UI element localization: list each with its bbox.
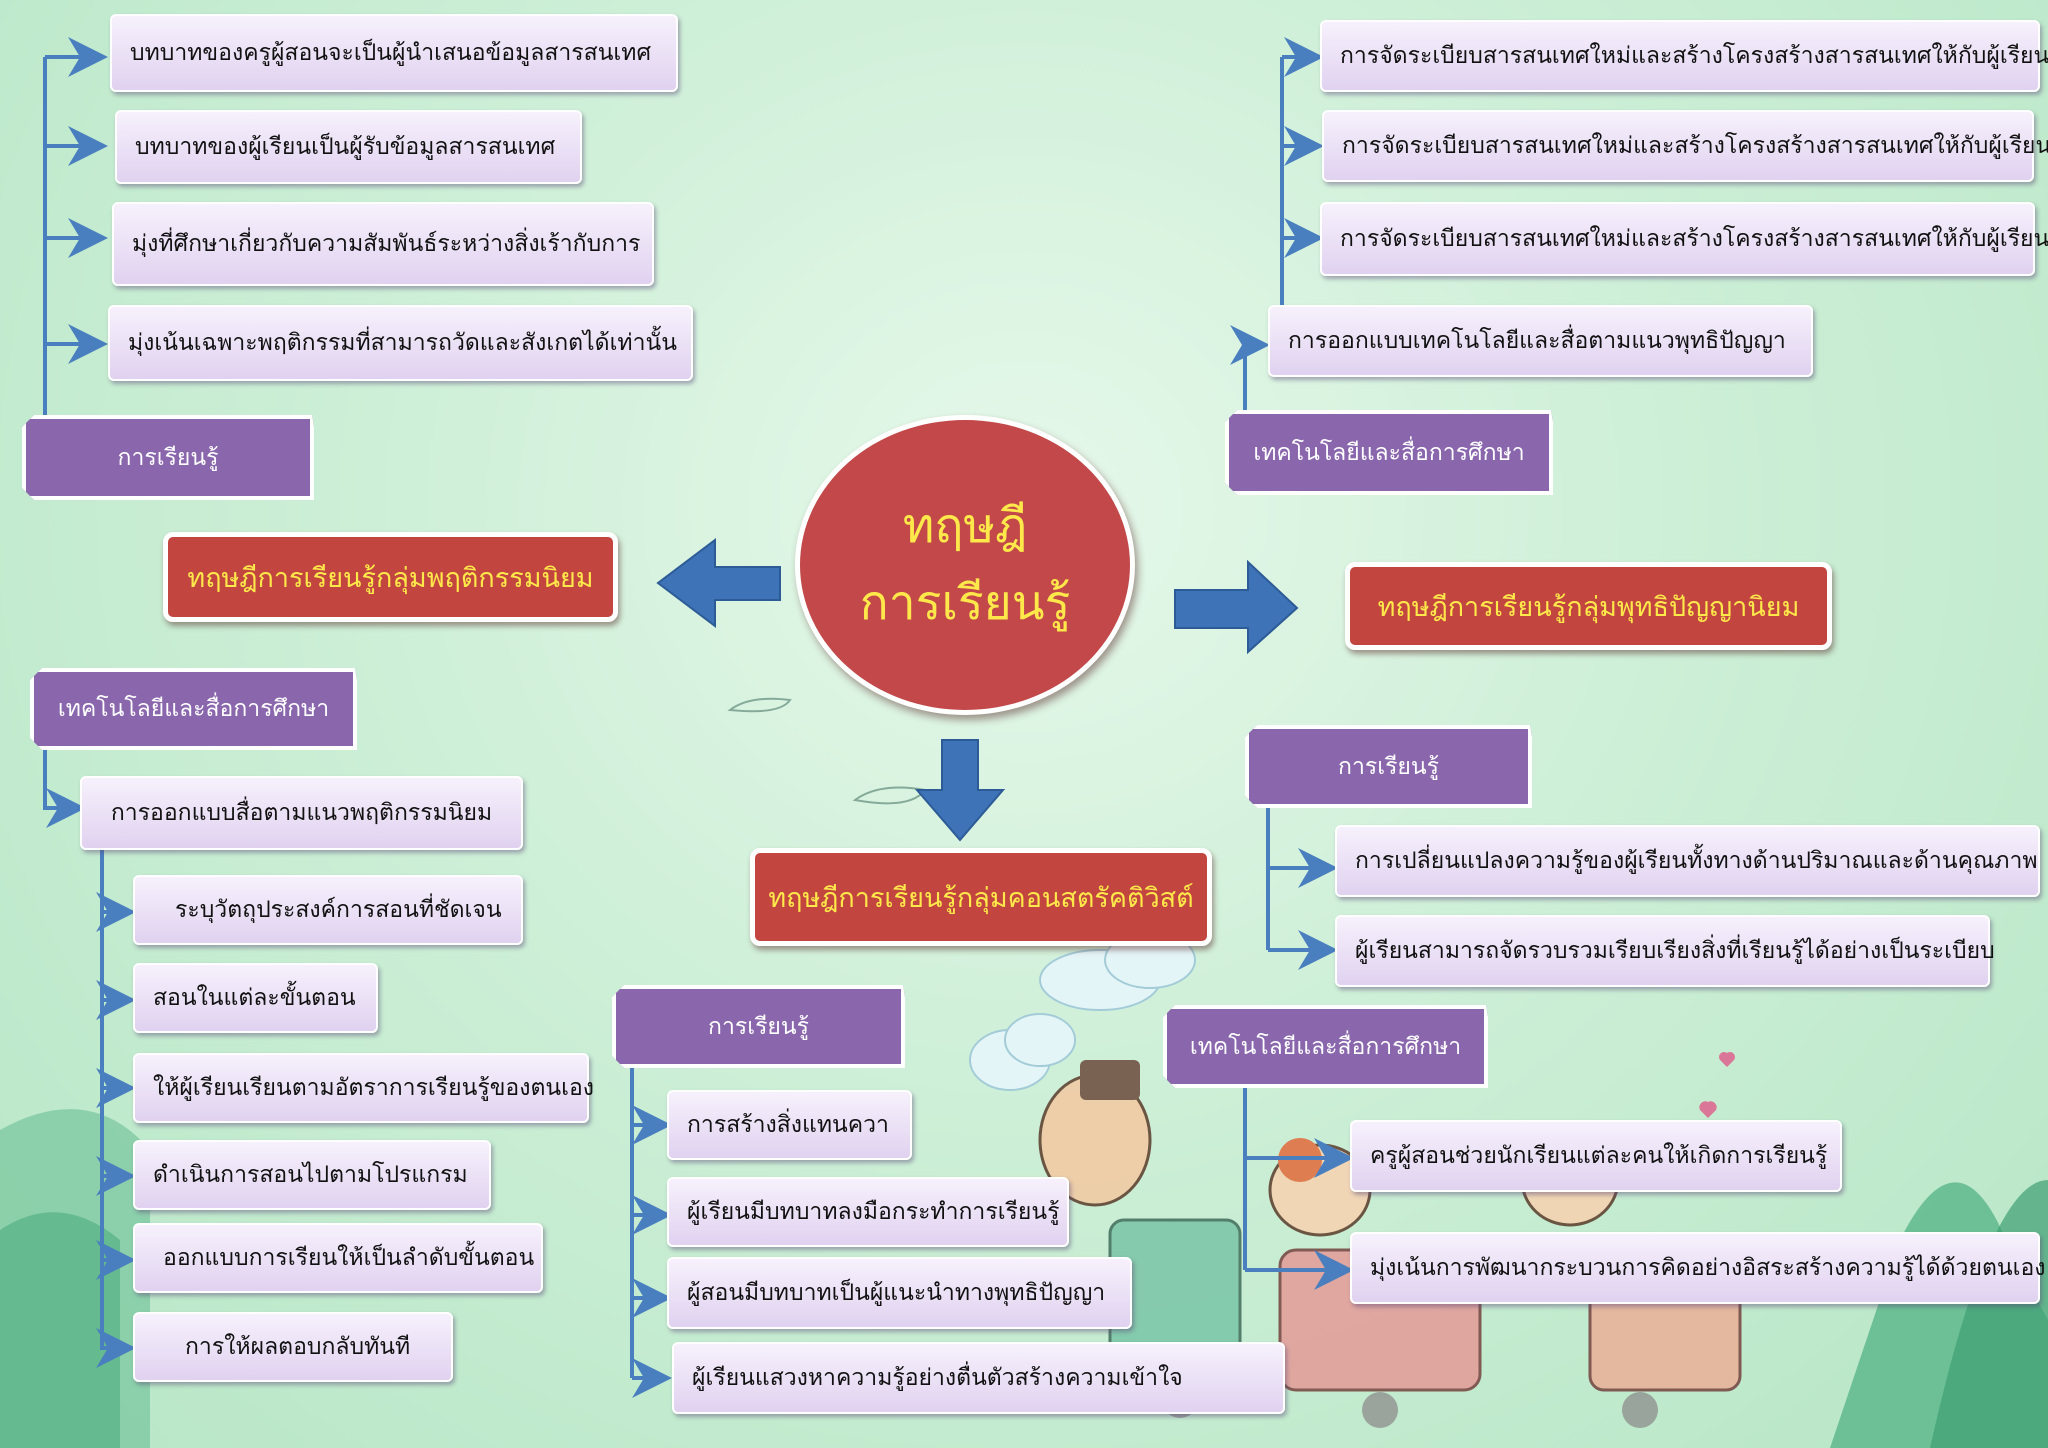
cognitivism-title: ทฤษฎีการเรียนรู้กลุ่มพุทธิปัญญานิยม: [1345, 562, 1832, 650]
cognitivism-technology-header: เทคโนโลยีและสื่อการศึกษา: [1225, 410, 1553, 495]
constructivism-title: ทฤษฎีการเรียนรู้กลุ่มคอนสตรัคติวิสต์: [750, 848, 1212, 946]
connector-arrow: [1230, 325, 1270, 410]
cognitivism-technology-item: การจัดระเบียบสารสนเทศใหม่และสร้างโครงสร้…: [1320, 20, 2048, 92]
center-title-line2: การเรียนรู้: [859, 575, 1071, 631]
big-arrow-left: [656, 537, 781, 629]
connector-arrow: [43, 745, 86, 828]
constructivism-learning-item: การสร้างสิ่งแทนควา: [667, 1090, 912, 1160]
behaviorism-learning-item: บทบาทของผู้เรียนเป็นผู้รับข้อมูลสารสนเทศ: [115, 110, 582, 184]
constructivism-learning-item: ผู้สอนมีบทบาทเป็นผู้แนะนำทางพุทธิปัญญา: [667, 1257, 1132, 1329]
behaviorism-learning-item: บทบาทของครูผู้สอนจะเป็นผู้นำเสนอข้อมูลสา…: [110, 14, 678, 92]
behaviorism-technology-header: เทคโนโลยีและสื่อการศึกษา: [30, 668, 357, 750]
behaviorism-learning-item: มุ่งที่ศึกษาเกี่ยวกับความสัมพันธ์ระหว่าง…: [112, 202, 654, 286]
constructivism-learning-item: ผู้เรียนมีบทบาทลงมือกระทำการเรียนรู้: [667, 1177, 1069, 1247]
center-title-line1: ทฤษฎี: [902, 498, 1028, 555]
cognitivism-learning-header: การเรียนรู้: [1245, 725, 1532, 808]
behaviorism-learning-item: มุ่งเน้นเฉพาะพฤติกรรมที่สามารถวัดและสังเ…: [108, 305, 693, 381]
constructivism-learning-item: ผู้เรียนแสวงหาความรู้อย่างตื่นตัวสร้างคว…: [672, 1342, 1285, 1414]
behaviorism-design-box: การออกแบบสื่อตามแนวพฤติกรรมนิยม: [80, 776, 523, 850]
cognitivism-technology-item: การจัดระเบียบสารสนเทศใหม่และสร้างโครงสร้…: [1322, 110, 2048, 182]
center-node: ทฤษฎี การเรียนรู้: [795, 415, 1135, 715]
behaviorism-technology-item: ดำเนินการสอนไปตามโปรแกรม: [133, 1140, 491, 1210]
cognitivism-learning-item: การเปลี่ยนแปลงความรู้ของผู้เรียนทั้งทางด…: [1335, 825, 2040, 897]
constructivism-learning-header: การเรียนรู้: [612, 985, 905, 1068]
behaviorism-technology-item: สอนในแต่ละขั้นตอน: [133, 963, 378, 1033]
behaviorism-technology-item: ระบุวัตถุประสงค์การสอนที่ชัดเจน: [133, 875, 523, 945]
cognitivism-technology-item: การจัดระเบียบสารสนเทศใหม่และสร้างโครงสร้…: [1320, 202, 2048, 276]
big-arrow-down: [914, 739, 1006, 842]
behaviorism-technology-item: การให้ผลตอบกลับทันที: [133, 1312, 453, 1382]
cognitivism-design-box: การออกแบบเทคโนโลยีและสื่อตามแนวพุทธิปัญญ…: [1268, 305, 1813, 377]
constructivism-technology-item: ครูผู้สอนช่วยนักเรียนแต่ละคนให้เกิดการเร…: [1350, 1120, 1842, 1192]
constructivism-technology-item: มุ่งเน้นการพัฒนากระบวนการคิดอย่างอิสระสร…: [1350, 1232, 2046, 1304]
behaviorism-title: ทฤษฎีการเรียนรู้กลุ่มพฤติกรรมนิยม: [163, 532, 618, 622]
constructivism-technology-header: เทคโนโลยีและสื่อการศึกษา: [1163, 1005, 1488, 1088]
behaviorism-technology-item: ออกแบบการเรียนให้เป็นลำดับขั้นตอน: [133, 1223, 543, 1293]
big-arrow-right: [1174, 559, 1299, 655]
cognitivism-learning-item: ผู้เรียนสามารถจัดรวบรวมเรียบเรียงสิ่งที่…: [1335, 915, 1995, 987]
behaviorism-learning-header: การเรียนรู้: [22, 415, 314, 500]
behaviorism-technology-item: ให้ผู้เรียนเรียนตามอัตราการเรียนรู้ของตน…: [133, 1053, 594, 1123]
